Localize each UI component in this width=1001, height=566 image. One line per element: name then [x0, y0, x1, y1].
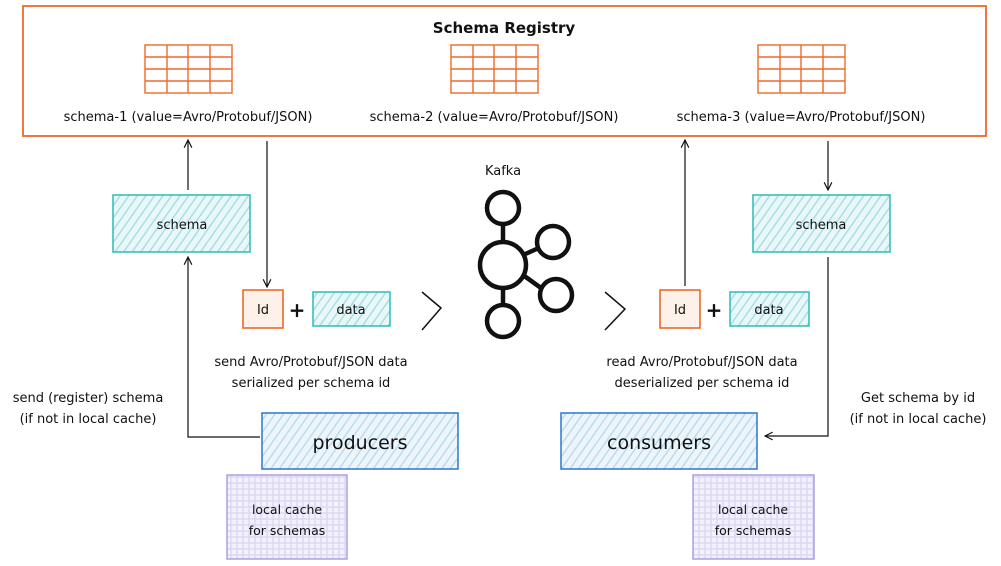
read-data-note-line1: read Avro/Protobuf/JSON data — [606, 355, 797, 370]
producer-id-box: Id — [242, 289, 284, 329]
svg-text:for schemas: for schemas — [715, 523, 792, 538]
producers-box: producers — [261, 412, 459, 470]
schema-table-icon-3 — [757, 44, 846, 94]
producer-data-box: data — [312, 291, 391, 327]
send-data-note-line2: serialized per schema id — [232, 376, 391, 391]
send-data-note-line1: send Avro/Protobuf/JSON data — [214, 355, 407, 370]
kafka-label: Kafka — [485, 164, 521, 179]
read-data-note-line2: deserialized per schema id — [615, 376, 790, 391]
svg-text:Id: Id — [257, 303, 269, 318]
consumer-plus-sign: + — [706, 298, 723, 322]
producer-local-cache-box: local cache for schemas — [226, 474, 348, 560]
consumer-data-box: data — [729, 291, 810, 327]
consumers-box: consumers — [560, 412, 758, 470]
svg-text:data: data — [336, 303, 365, 318]
schema-3-label: schema-3 (value=Avro/Protobuf/JSON) — [677, 110, 926, 125]
schema-1-label: schema-1 (value=Avro/Protobuf/JSON) — [64, 110, 313, 125]
consumer-schema-box: schema — [752, 194, 891, 253]
consumer-schema-label: schema — [796, 218, 847, 233]
schema-2-label: schema-2 (value=Avro/Protobuf/JSON) — [370, 110, 619, 125]
svg-text:for schemas: for schemas — [249, 523, 326, 538]
flow-chevron-right — [604, 291, 627, 331]
svg-text:Id: Id — [674, 303, 686, 318]
producers-label: producers — [312, 432, 407, 454]
schema-table-icon-2 — [450, 44, 539, 94]
consumer-id-box: Id — [659, 289, 701, 329]
producer-schema-label: schema — [157, 218, 208, 233]
register-schema-note-line1: send (register) schema — [13, 391, 164, 406]
arrow-producers-register-schema — [188, 257, 260, 438]
get-schema-note-line1: Get schema by id — [861, 391, 975, 406]
svg-text:local cache: local cache — [718, 502, 788, 517]
producer-schema-box: schema — [112, 194, 251, 253]
get-schema-note-line2: (if not in local cache) — [850, 412, 987, 427]
svg-text:data: data — [754, 303, 783, 318]
producer-plus-sign: + — [289, 298, 306, 322]
schema-registry-box: Schema Registry — [22, 5, 987, 137]
flow-chevron-left — [421, 291, 443, 331]
consumers-label: consumers — [607, 432, 711, 454]
register-schema-note-line2: (if not in local cache) — [20, 412, 157, 427]
schema-registry-title: Schema Registry — [433, 19, 576, 37]
schema-table-icon-1 — [144, 44, 233, 94]
consumer-local-cache-box: local cache for schemas — [692, 474, 815, 560]
svg-text:local cache: local cache — [252, 502, 322, 517]
kafka-logo-icon — [477, 189, 575, 340]
arrow-get-schema-to-consumers — [765, 257, 829, 436]
